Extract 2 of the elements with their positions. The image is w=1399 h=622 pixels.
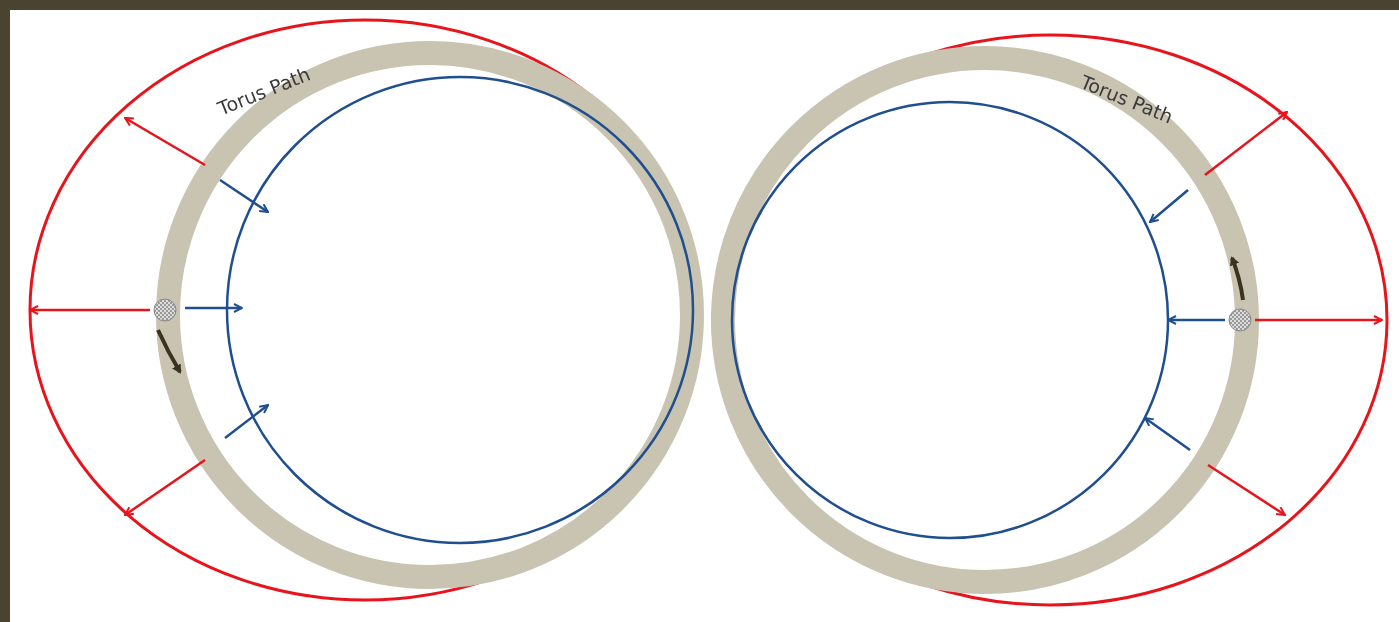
- path-label: Torus Path: [1077, 70, 1177, 128]
- path-label: Torus Path: [214, 62, 314, 120]
